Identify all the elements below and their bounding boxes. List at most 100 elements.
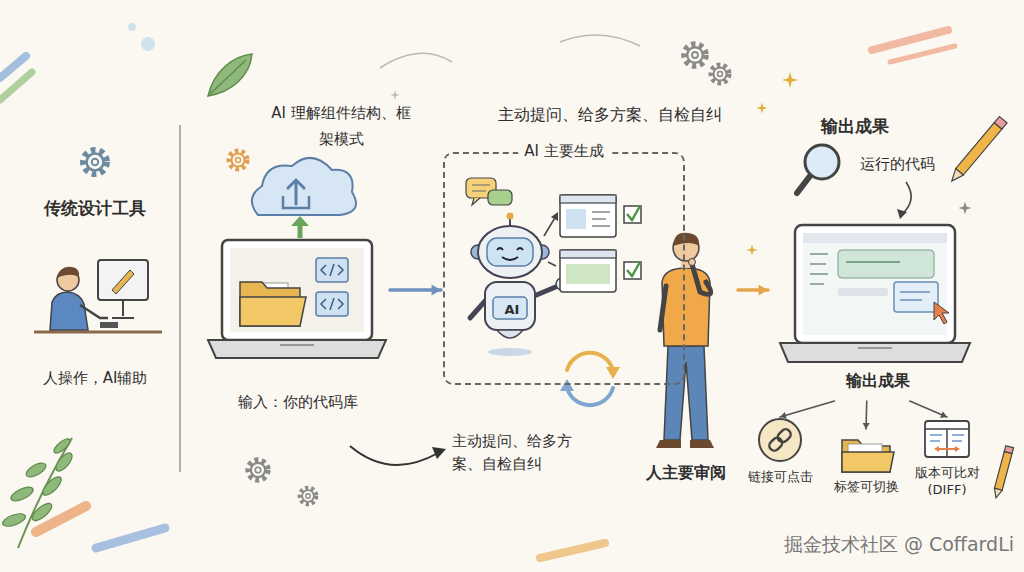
dots (128, 23, 155, 51)
drawing-part (300, 488, 316, 504)
drawing-part (316, 292, 348, 316)
drawing-part (83, 150, 106, 173)
drawing-part (687, 47, 703, 63)
drawing-part (795, 225, 955, 343)
drawing-part (53, 450, 75, 473)
drawing-part (692, 264, 711, 294)
drawing-part (229, 151, 247, 169)
drawing-part (925, 421, 969, 457)
drawing-part (229, 151, 247, 169)
drawing-part (900, 292, 930, 300)
drawing-part (780, 343, 970, 362)
node-text: 人主要审阅 (636, 462, 736, 484)
ai-options (466, 178, 641, 292)
drawing-part (497, 248, 523, 250)
node-text: AI (495, 299, 529, 321)
drawing-part (656, 440, 681, 448)
drawing-part (956, 123, 1002, 175)
drawing-part (488, 190, 512, 205)
section-heading: 传统设计工具 (20, 197, 170, 220)
drawing-part (551, 212, 558, 221)
drawing-part (759, 419, 801, 461)
diff-icon (925, 421, 969, 457)
output-laptop-node: 输出成果 (770, 218, 985, 400)
drawing-part (955, 446, 960, 452)
drawing-part (805, 145, 839, 179)
output-laptop (780, 225, 970, 362)
drawing-part (846, 261, 900, 263)
drawing-part (497, 330, 523, 338)
drawing-part (472, 198, 480, 205)
drawing-part (689, 259, 696, 266)
drawing-part (662, 268, 710, 346)
drawing-part (9, 484, 35, 503)
cloud-upload (252, 158, 356, 238)
drawing-part (838, 250, 934, 278)
arrow-head (780, 412, 787, 419)
drawing-part (842, 452, 894, 472)
leader-arrow (897, 182, 911, 219)
drawing-part (485, 282, 535, 330)
pencil (948, 117, 1007, 185)
drawing-part (57, 267, 79, 278)
drawing-part (684, 44, 706, 66)
drawing-part (560, 379, 574, 391)
section-note: 人操作，AI辅助 (20, 368, 170, 388)
drawing-part (478, 226, 542, 278)
drawing-part (746, 244, 757, 255)
drawing-part (92, 159, 99, 166)
reviewer-person (656, 233, 714, 448)
leaf (208, 54, 252, 96)
drawing-part (230, 248, 364, 332)
callout-text: 运行的代码 (860, 154, 950, 174)
drawing-part (432, 447, 446, 459)
drawing-part (692, 52, 698, 58)
drawing-part (994, 117, 1007, 130)
drawing-part (298, 224, 303, 238)
drawing-part (544, 216, 556, 236)
drawing-part (711, 65, 729, 83)
drawing-part (488, 348, 532, 356)
drawing-part (255, 467, 261, 473)
drawing-part (627, 206, 640, 220)
drawing-part (0, 72, 32, 100)
drawing-part (934, 446, 939, 452)
step-note: AI 理解组件结构、框架模式 (265, 100, 417, 152)
drawing-part (718, 72, 723, 77)
arrow-line (910, 401, 947, 417)
drawing-part (321, 264, 343, 276)
drawing-part (948, 169, 963, 185)
drawing-part (222, 240, 372, 340)
drawing-part (210, 60, 246, 94)
drawing-part (316, 258, 348, 282)
output-item: 链接可点击 (744, 418, 816, 490)
drawing-part (283, 196, 309, 208)
section-heading: 输出成果 (795, 115, 915, 138)
drawing-part (803, 233, 947, 243)
drawing-part (300, 488, 316, 504)
robot-node: AI (457, 214, 567, 359)
drawing-part (280, 344, 314, 346)
drawing-part (502, 257, 518, 260)
output-item: 标签可切换 (830, 430, 902, 500)
box-title: AI 主要生成 (518, 142, 609, 161)
arrow-line (780, 401, 835, 417)
magnifier (797, 145, 839, 193)
drawing-part (208, 340, 386, 358)
drawing-part (534, 286, 558, 296)
flow-arrow (910, 401, 947, 418)
drawing-part (232, 154, 245, 167)
drawing-part (96, 528, 165, 548)
drawing-part (540, 543, 605, 558)
drawing-part (897, 209, 907, 219)
drawing-part (838, 288, 888, 296)
drawing-part (890, 46, 955, 62)
drawing-part (507, 213, 514, 220)
drawing-part (803, 233, 947, 335)
drawing-part (925, 429, 969, 457)
drawing-part (112, 270, 134, 294)
drawing-part (872, 30, 948, 50)
drawing-part (624, 262, 641, 279)
drawing-part (472, 185, 490, 191)
